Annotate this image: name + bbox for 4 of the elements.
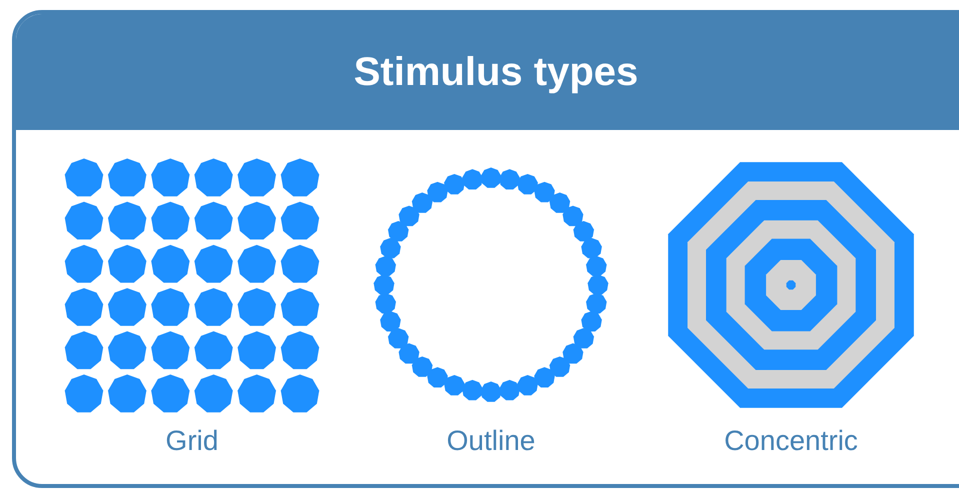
- title: Stimulus types: [16, 14, 959, 130]
- stimulus-caption: Concentric: [724, 425, 858, 457]
- stimulus-caption: Outline: [446, 425, 536, 457]
- stimulus-caption: Grid: [166, 425, 218, 457]
